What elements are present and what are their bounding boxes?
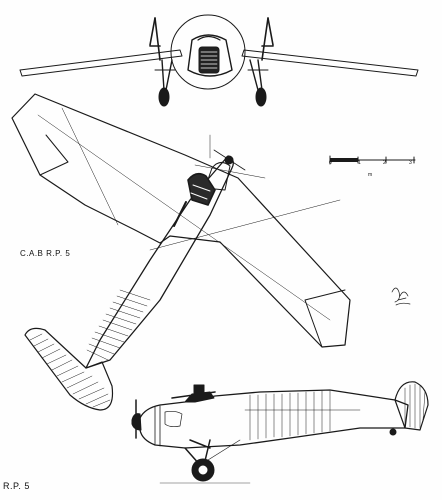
scale-bar-black-segment [329,158,359,162]
plan-view-wing [11,93,351,348]
side-view-title: R.P. 5 [3,481,30,491]
plan-view-left-aileron [39,134,69,176]
plan-view-right-aileron [304,289,346,348]
side-view-main-gear [184,439,241,466]
front-view-fuselage [187,34,233,77]
side-view-gun [171,391,216,399]
scale-tick-1: 1 [358,160,362,166]
front-view-canopy [197,35,221,41]
front-view-left-wheel [158,87,170,107]
plan-view-fuselage-hatching [86,289,151,361]
scale-tick-0: 0 [329,160,333,166]
front-view-left-wing [19,49,183,77]
scale-bar [329,155,416,165]
scale-tick-3: 3 [409,160,413,166]
front-view-right-wheel [255,87,267,107]
side-view-fuselage [139,389,409,449]
front-view-right-wing [241,49,419,77]
front-view-propeller-disk [170,14,246,90]
plan-view-gun [173,201,187,227]
side-view-tail-wheel [389,428,397,436]
side-view-rudder-hatching [404,383,426,429]
side-view [131,381,429,484]
front-view-struts [149,17,274,61]
plan-view-tailplane [24,327,114,411]
side-view-tail-fin [394,381,429,431]
plan-view-cockpit [187,172,216,206]
top-view-title: C.A.B R.P. 5 [20,249,71,258]
artist-signature [391,287,411,306]
scale-tick-2: 2 [383,160,387,166]
front-view-landing-gear [154,59,269,107]
front-view [19,14,419,107]
plan-view-cockpit-frame [190,184,211,200]
plan-view [11,93,351,411]
plan-view-elevator-hatching [29,333,111,408]
plan-view-cowling [204,162,231,191]
scale-unit-label: m [368,172,373,178]
side-view-fabric-panels [244,390,361,441]
